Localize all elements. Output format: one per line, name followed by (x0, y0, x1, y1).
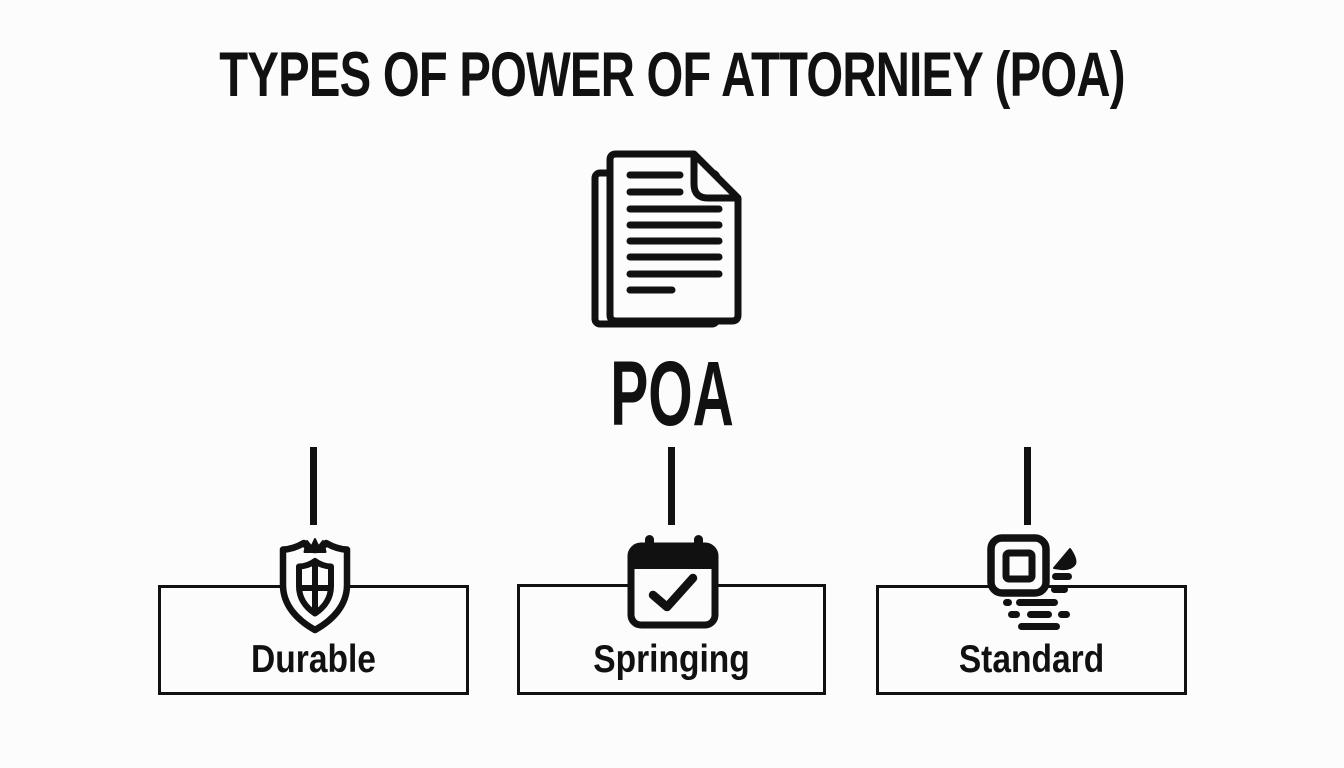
shield-crown-cross-icon (279, 538, 351, 634)
stamped-document-icon (987, 534, 1077, 630)
branch-label-durable: Durable (251, 638, 376, 682)
branch-label-springing: Springing (593, 638, 750, 682)
connector-line-springing (668, 447, 675, 525)
calendar-checkmark-icon (627, 535, 719, 629)
connector-line-standard (1024, 447, 1031, 525)
branch-label-standard: Standard (958, 638, 1105, 682)
stacked-documents-icon (591, 150, 742, 328)
root-label: POA (610, 343, 734, 445)
branch-box-springing: Springing (517, 584, 826, 695)
connector-line-durable (310, 447, 317, 525)
page-title: TYPES OF POWER OF ATTORNIEY (POA) (219, 40, 1125, 110)
